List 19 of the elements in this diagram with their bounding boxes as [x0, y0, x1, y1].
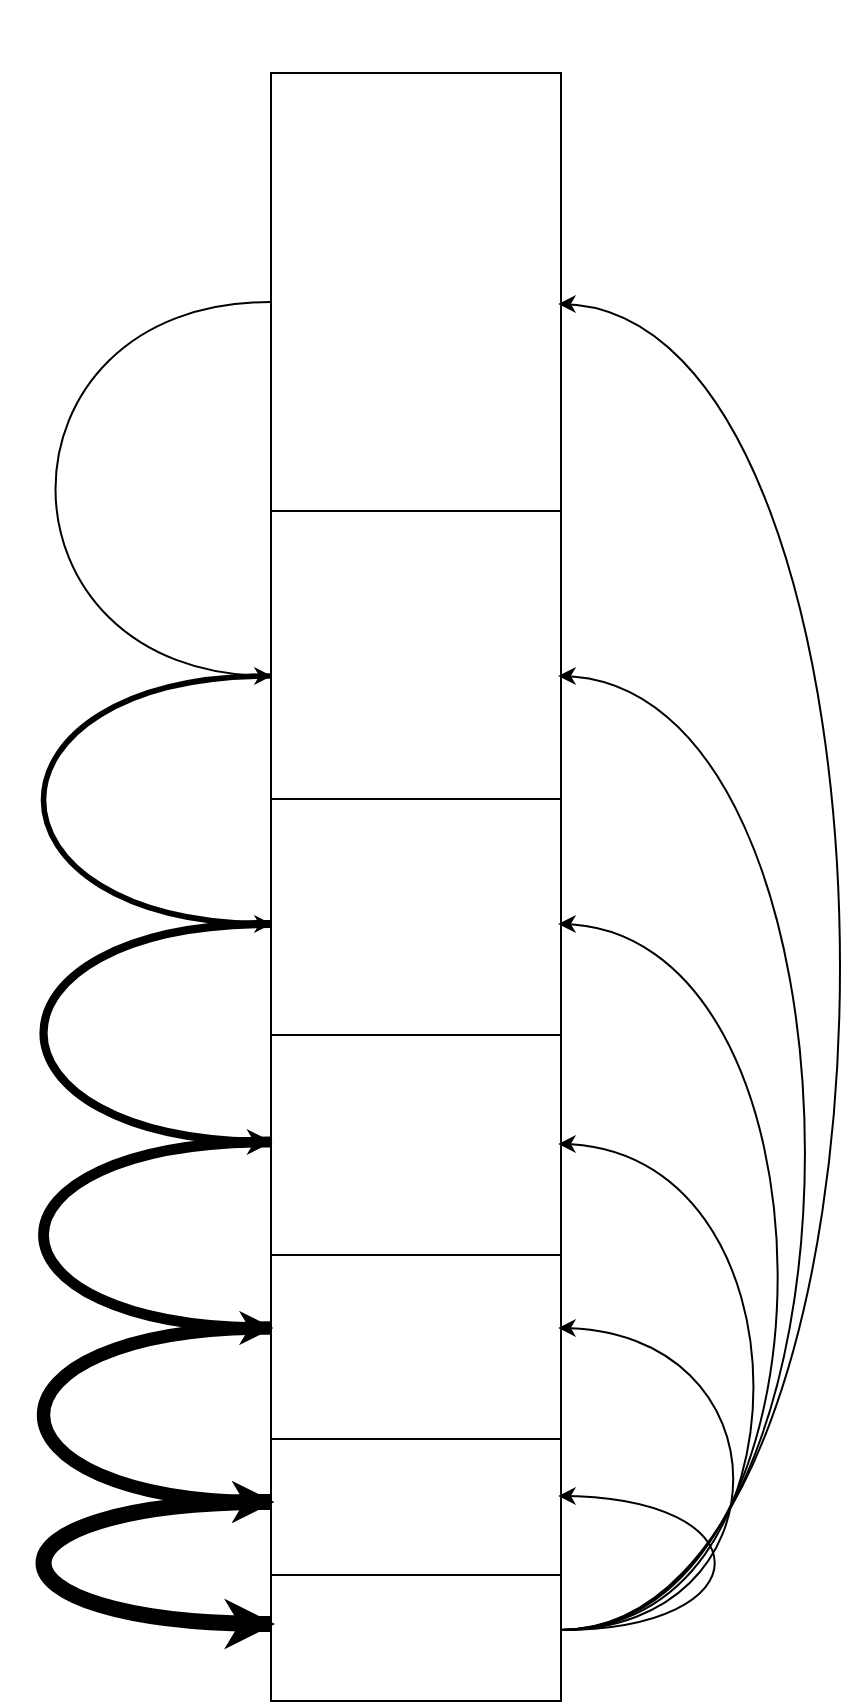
curved-arrow	[37, 1321, 275, 1522]
curved-arrow	[38, 1136, 274, 1344]
memory-cell	[270, 510, 562, 800]
memory-cell	[270, 72, 562, 512]
curved-arrow	[558, 300, 841, 1631]
curved-arrow	[558, 918, 779, 1631]
curved-arrow	[558, 1137, 755, 1631]
curved-arrow	[36, 1494, 276, 1648]
memory-cell	[270, 1254, 562, 1440]
curved-arrow	[558, 1487, 716, 1631]
curved-arrow	[40, 919, 273, 1154]
curved-arrow	[558, 1320, 735, 1631]
curved-arrow	[54, 301, 272, 684]
memory-cell	[270, 1034, 562, 1256]
curved-arrow	[558, 671, 806, 1631]
memory-cell	[270, 1438, 562, 1576]
curved-arrow	[41, 673, 272, 932]
memory-cell	[270, 798, 562, 1036]
memory-cell	[270, 1574, 562, 1702]
